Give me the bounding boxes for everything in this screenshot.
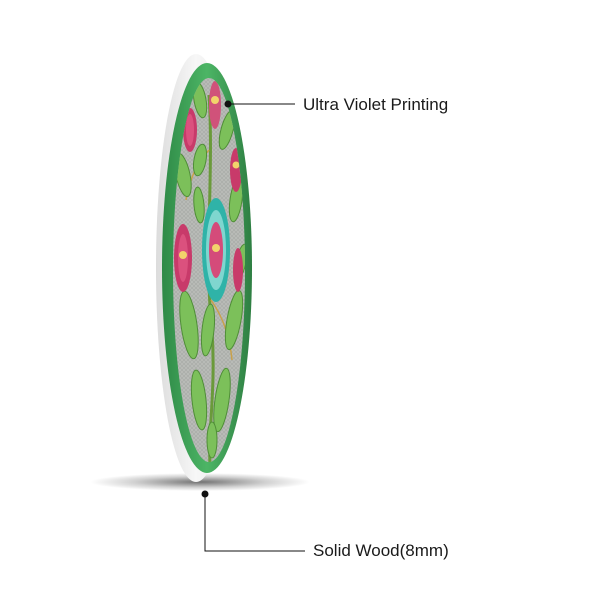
floor-shadow (90, 473, 310, 491)
center-medallion (202, 198, 230, 302)
floral-embroidery (174, 81, 245, 462)
callout-label-uv-printing: Ultra Violet Printing (303, 95, 449, 114)
callout-line-bottom (204, 494, 305, 552)
callout-uv (224, 100, 295, 108)
flower-buds (174, 81, 243, 292)
callout-label-solid-wood: Solid Wood(8mm) (313, 541, 449, 560)
callout-wood (201, 490, 305, 552)
